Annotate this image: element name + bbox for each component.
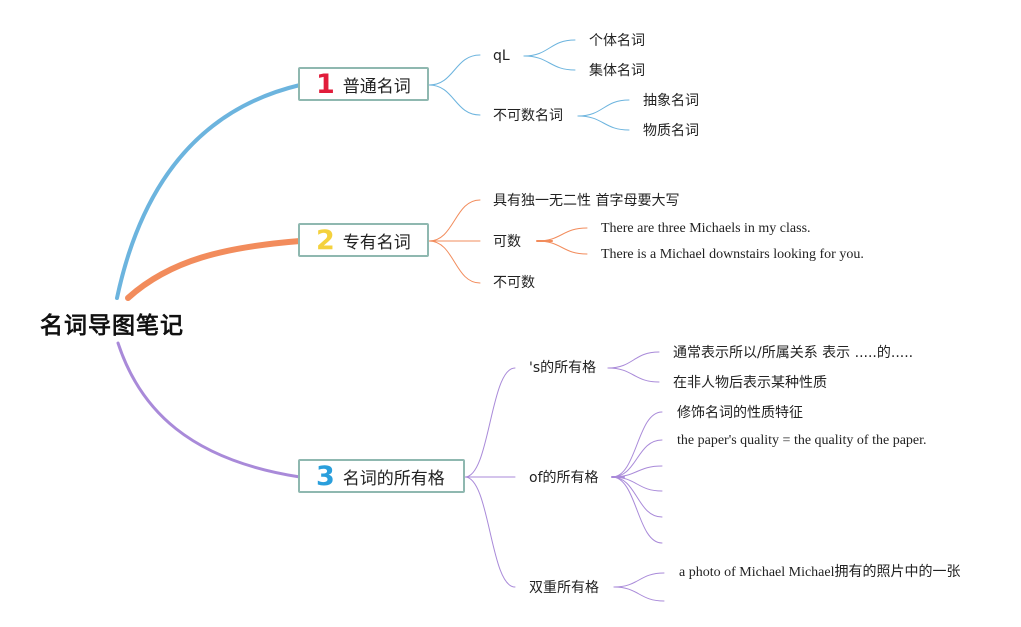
connector-line [428,199,481,242]
connector-line [464,367,516,478]
leaf-possession-relation[interactable]: 通常表示所以/所属关系 表示 .....的..... [673,345,914,361]
number-three-icon: 3 [316,460,335,492]
topic-proper-nouns[interactable]: 2 专有名词 [298,223,429,257]
leaf-individual-nouns[interactable]: 个体名词 [589,33,645,49]
main-branch-2-line [125,238,303,301]
topic-label: 专有名词 [342,232,411,253]
subtopic-uncountable-nouns[interactable]: 不可数名词 [493,108,563,124]
connector-line [611,411,663,478]
connector-line [577,99,630,117]
main-branch-1-line [115,83,302,300]
leaf-modifies-noun-quality[interactable]: 修饰名词的性质特征 [677,405,803,421]
connector-line [611,476,663,544]
leaf-material-nouns[interactable]: 物质名词 [643,123,699,139]
root-title[interactable]: 名词导图笔记 [40,313,184,339]
number-two-icon: 2 [316,224,335,256]
connector-line [613,586,665,602]
connector-line [428,84,481,116]
subtopic-uncountable[interactable]: 不可数 [493,275,535,291]
connector-line [536,227,588,242]
subtopic-ql[interactable]: qL [493,48,510,64]
number-one-icon: 1 [316,68,335,100]
leaf-example-michael-downstairs[interactable]: There is a Michael downstairs looking fo… [601,247,864,262]
subtopic-s-possessive[interactable]: 's的所有格 [529,360,597,376]
leaf-example-three-michaels[interactable]: There are three Michaels in my class. [601,221,811,236]
topic-possessive-case[interactable]: 3 名词的所有格 [298,459,465,493]
connector-line [611,439,663,478]
connector-line [428,240,481,284]
leaf-photo-of-michael[interactable]: a photo of Michael Michael拥有的照片中的一张 [679,565,961,580]
subtopic-double-possessive[interactable]: 双重所有格 [529,580,599,596]
leaf-abstract-nouns[interactable]: 抽象名词 [643,93,699,109]
topic-common-nouns[interactable]: 1 普通名词 [298,67,429,101]
connector-line [607,367,660,383]
subtopic-countable[interactable]: 可数 [493,234,521,250]
leaf-paper-quality-example[interactable]: the paper's quality = the quality of the… [677,433,927,448]
connector-line [428,54,481,86]
leaf-non-person-quality[interactable]: 在非人物后表示某种性质 [673,375,827,391]
connector-line [613,572,665,588]
leaf-collective-nouns[interactable]: 集体名词 [589,63,645,79]
connector-line [464,476,516,588]
subtopic-unique-capitalized[interactable]: 具有独一无二性 首字母要大写 [493,193,680,209]
connector-line [611,476,663,518]
connector-line [577,115,630,131]
connector-line [523,39,576,57]
topic-label: 普通名词 [342,76,411,97]
main-branch-3-line [116,341,302,479]
connector-line [523,55,576,71]
connector-line [607,351,660,369]
connector-line [536,240,588,255]
topic-label: 名词的所有格 [342,468,445,489]
subtopic-of-possessive[interactable]: of的所有格 [529,470,599,486]
